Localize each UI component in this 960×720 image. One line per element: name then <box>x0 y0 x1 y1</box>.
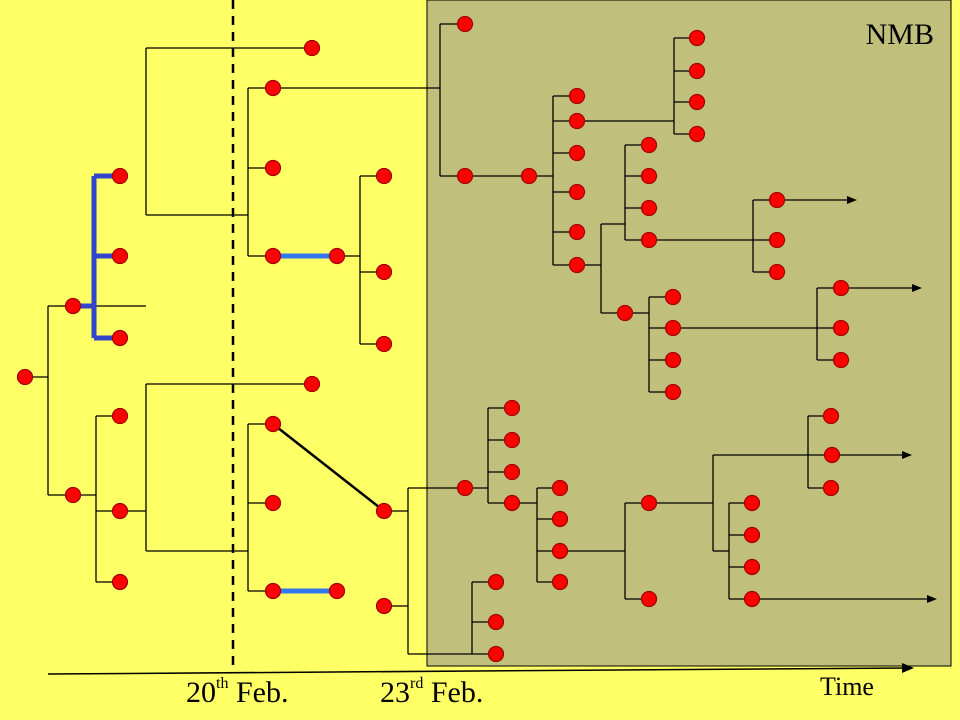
tree-node <box>503 494 521 512</box>
tree-node <box>264 415 282 433</box>
tree-node <box>503 463 521 481</box>
tree-node <box>487 613 505 631</box>
time-axis <box>47 667 913 675</box>
tree-node <box>487 645 505 663</box>
date-label-first: 20th Feb. <box>186 675 289 710</box>
tree-node <box>832 351 850 369</box>
nmb-region <box>426 0 952 667</box>
tree-node <box>768 231 786 249</box>
tree-node <box>822 407 840 425</box>
tree-node <box>640 590 658 608</box>
tree-node <box>688 29 706 47</box>
tree-node <box>551 479 569 497</box>
tree-node <box>456 479 474 497</box>
tree-node <box>743 558 761 576</box>
tree-node <box>688 125 706 143</box>
tree-node <box>640 136 658 154</box>
tree-node <box>375 597 393 615</box>
tree-node <box>328 247 346 265</box>
tree-node <box>664 288 682 306</box>
date-label-second: 23rd Feb. <box>380 675 484 710</box>
tree-node <box>832 279 850 297</box>
tree-node <box>64 297 82 315</box>
tree-node <box>520 167 538 185</box>
tree-node <box>503 399 521 417</box>
tree-node <box>664 383 682 401</box>
tree-node <box>111 573 129 591</box>
tree-node <box>568 87 586 105</box>
tree-node <box>111 329 129 347</box>
tree-node <box>640 494 658 512</box>
tree-node <box>664 319 682 337</box>
tree-node <box>823 446 841 464</box>
tree-node <box>64 486 82 504</box>
tree-node <box>568 183 586 201</box>
tree-node <box>551 542 569 560</box>
tree-node <box>503 431 521 449</box>
continuation-arrowhead <box>847 196 857 204</box>
tree-node <box>551 573 569 591</box>
continuation-arrowhead <box>912 284 922 292</box>
tree-node <box>303 375 321 393</box>
tree-node <box>111 167 129 185</box>
tree-node <box>16 368 34 386</box>
tree-node <box>568 223 586 241</box>
tree-node <box>832 319 850 337</box>
tree-node <box>111 502 129 520</box>
tree-node <box>264 79 282 97</box>
tree-node <box>264 582 282 600</box>
tree-node <box>487 573 505 591</box>
tree-node <box>640 231 658 249</box>
tree-node <box>743 590 761 608</box>
tree-node <box>456 167 474 185</box>
continuation-arrowhead <box>927 595 937 603</box>
tree-node <box>688 93 706 111</box>
tree-node <box>640 199 658 217</box>
tree-node <box>616 304 634 322</box>
tree-node <box>568 112 586 130</box>
continuation-arrows <box>752 196 937 603</box>
tree-node <box>551 510 569 528</box>
tree-node <box>303 39 321 57</box>
tree-node <box>456 15 474 33</box>
tree-node <box>568 256 586 274</box>
tree-node <box>568 144 586 162</box>
tree-node <box>688 62 706 80</box>
tree-node <box>768 191 786 209</box>
tree-node <box>664 351 682 369</box>
tree-node <box>822 479 840 497</box>
tree-node <box>375 167 393 185</box>
tree-node <box>264 494 282 512</box>
tree-node <box>640 167 658 185</box>
tree-node <box>375 335 393 353</box>
time-axis-label: Time <box>820 672 874 701</box>
continuation-arrowhead <box>902 451 912 459</box>
tree-node <box>743 494 761 512</box>
time-axis-arrowhead <box>902 663 914 673</box>
tree-node <box>328 582 346 600</box>
tree-node <box>375 502 393 520</box>
tree-node <box>264 247 282 265</box>
tree-node <box>264 159 282 177</box>
tree-node <box>111 407 129 425</box>
tree-node <box>111 247 129 265</box>
tree-node <box>768 263 786 281</box>
tree-node <box>743 526 761 544</box>
region-label: NMB <box>865 18 934 51</box>
tree-nodes <box>16 15 850 663</box>
tree-node <box>375 263 393 281</box>
diagonal-link <box>272 423 385 512</box>
